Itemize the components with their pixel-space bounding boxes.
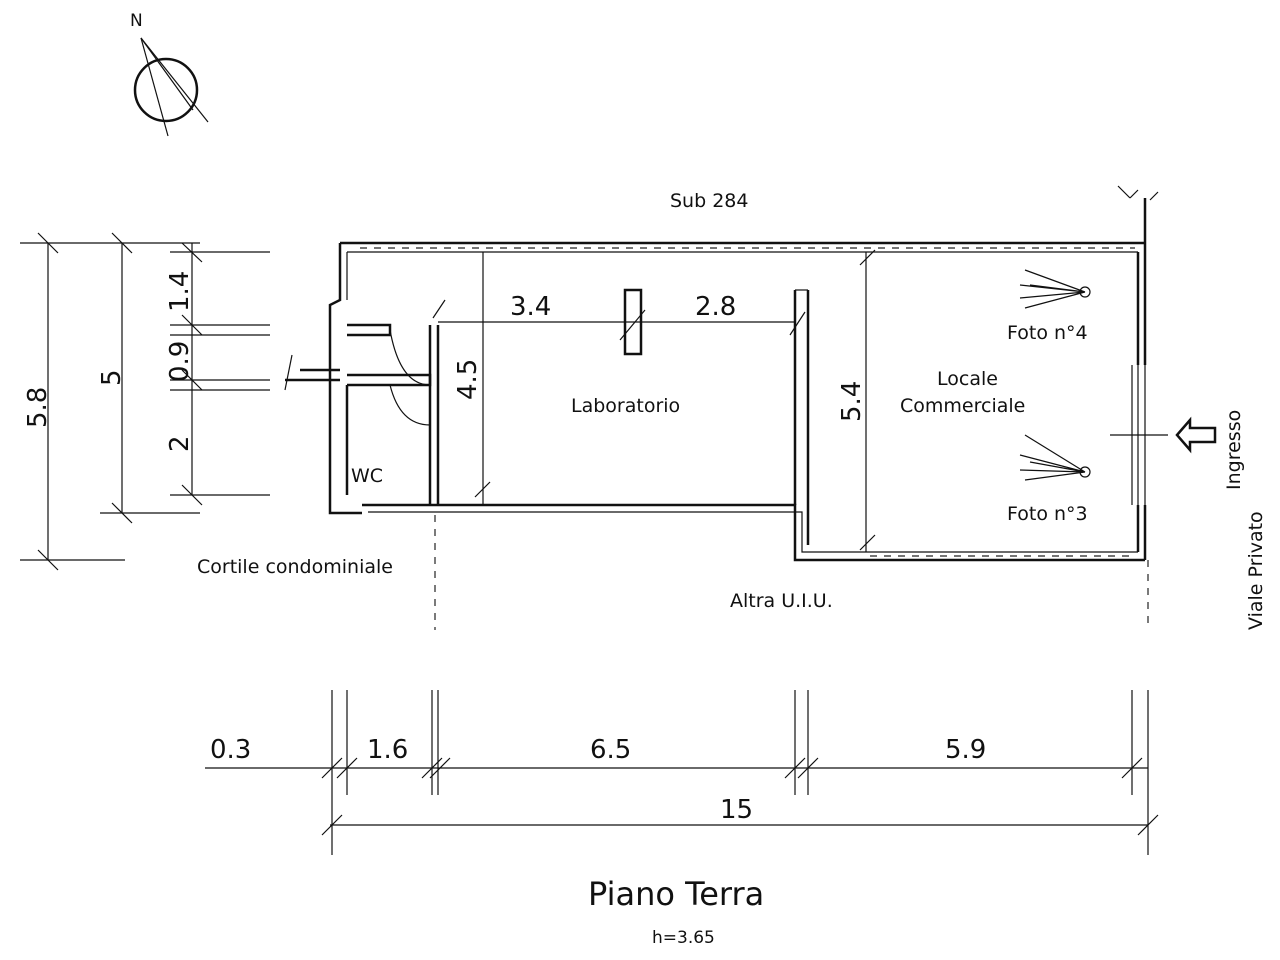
sub-label: Sub 284 [670, 190, 748, 212]
camera-icon-foto4 [1019, 269, 1091, 309]
camera-icon-foto3 [1019, 434, 1091, 481]
dim-5-4: 5.4 [837, 381, 867, 422]
cortile-label: Cortile condominiale [197, 556, 393, 578]
dim-5-9: 5.9 [945, 735, 986, 765]
dim-15: 15 [720, 795, 753, 825]
locale-label-line2: Commerciale [900, 395, 1025, 417]
foto4-label: Foto n°4 [1007, 322, 1088, 344]
dim-0-3: 0.3 [210, 735, 251, 765]
foto3-label: Foto n°3 [1007, 503, 1088, 525]
dim-2: 2 [165, 435, 195, 452]
left-dimensions [20, 232, 270, 571]
ingresso-label: Ingresso [1223, 410, 1245, 490]
laboratorio-label: Laboratorio [571, 395, 680, 417]
bottom-dimensions [205, 690, 1159, 855]
page-title: Piano Terra [588, 875, 764, 913]
compass-icon: N [130, 11, 209, 137]
dim-4-5: 4.5 [453, 359, 483, 400]
dim-3-4: 3.4 [510, 292, 551, 322]
locale-label-line1: Locale [937, 368, 998, 390]
height-label: h=3.65 [652, 928, 715, 948]
viale-label: Viale Privato [1245, 511, 1267, 630]
outer-walls [284, 185, 1217, 630]
north-label: N [130, 11, 143, 31]
dim-5-8: 5.8 [23, 387, 53, 428]
dim-0-9: 0.9 [165, 341, 195, 382]
dim-1-4: 1.4 [165, 271, 195, 312]
dim-2-8: 2.8 [695, 292, 736, 322]
altra-label: Altra U.I.U. [730, 590, 833, 612]
dim-5: 5 [97, 369, 127, 386]
dim-6-5: 6.5 [590, 735, 631, 765]
dim-1-6: 1.6 [367, 735, 408, 765]
wc-label: WC [351, 465, 383, 487]
